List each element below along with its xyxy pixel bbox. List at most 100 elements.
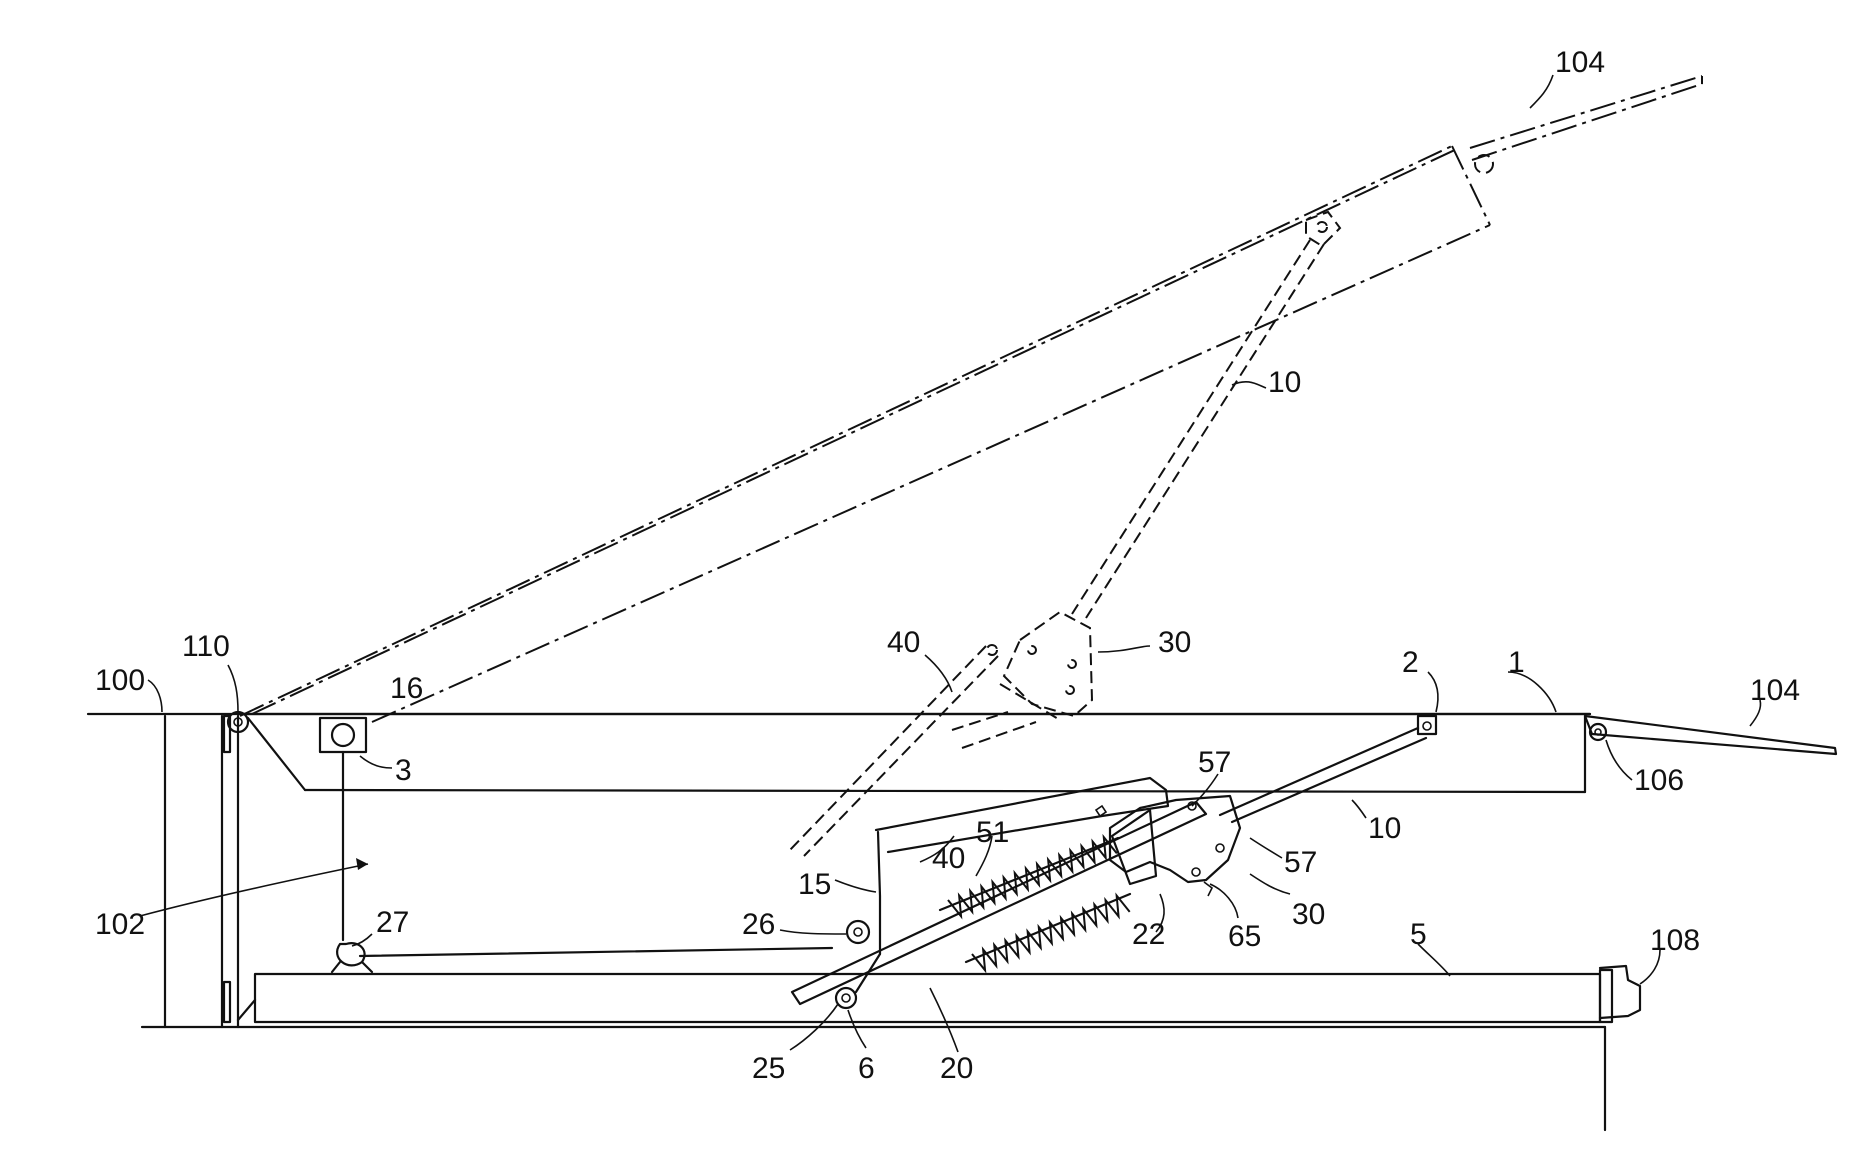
leader-26: [780, 930, 846, 934]
strut-10-a: [1220, 728, 1418, 815]
label-100: 100: [95, 664, 145, 697]
anchor-27-foot-b: [362, 962, 372, 972]
raised-arm-40-a: [790, 646, 986, 850]
lower-frame-5: [238, 966, 1640, 1022]
label-2: 2: [1402, 646, 1419, 679]
label-30-top: 30: [1158, 626, 1191, 659]
raised-deck-top: [240, 146, 1452, 716]
raised-carriage-30: [1004, 612, 1092, 716]
label-3: 3: [395, 754, 412, 787]
label-26: 26: [742, 908, 775, 941]
anchor-27-foot-a: [332, 962, 340, 972]
label-40-top: 40: [887, 626, 920, 659]
spring-51-lower: [966, 893, 1130, 972]
spring-51-upper: [940, 835, 1118, 919]
raised-deck-top-2: [252, 148, 1459, 714]
carriage-hole-65: [1192, 868, 1200, 876]
leader-2: [1428, 672, 1438, 712]
leader-100: [148, 680, 162, 712]
leader-10-top: [1232, 382, 1266, 388]
label-25: 25: [752, 1052, 785, 1085]
bracket-15: [878, 832, 880, 954]
carriage-stop: [1096, 806, 1106, 816]
leader-3: [360, 756, 392, 768]
anchor-27: [337, 943, 364, 965]
reference-labels: 104 10 40 30 110 100 16 3 2 1 104 106 57…: [95, 46, 1800, 1085]
raised-lip-top: [1470, 76, 1702, 148]
tie-rod: [360, 948, 832, 956]
label-57a: 57: [1198, 746, 1231, 779]
leader-102: [140, 864, 368, 916]
label-30-mid: 30: [1292, 898, 1325, 931]
bracket-2: [1418, 716, 1436, 734]
frame-beam: [255, 974, 1600, 1022]
label-106: 106: [1634, 764, 1684, 797]
deck-rear-bevel: [248, 718, 305, 790]
raised-strut-10-b: [1086, 244, 1324, 618]
lip-plate: [1585, 716, 1836, 754]
leader-30-top: [1098, 646, 1150, 652]
carriage-30: [1110, 796, 1240, 882]
deck-lowered: [238, 714, 1590, 792]
raised-spring-2: [962, 722, 1036, 748]
label-22: 22: [1132, 918, 1165, 951]
label-20: 20: [940, 1052, 973, 1085]
label-65: 65: [1228, 920, 1261, 953]
deck-raised-phantom: [240, 76, 1702, 856]
label-6: 6: [858, 1052, 875, 1085]
front-stop-plate: [1600, 970, 1612, 1022]
leader-57b: [1250, 838, 1282, 858]
pivot-26: [847, 921, 869, 943]
frame-rear-joint: [238, 1000, 255, 1020]
front-stop-108: [1600, 966, 1640, 1018]
raised-deck-front: [1452, 146, 1490, 225]
pivot-16-circle: [332, 724, 354, 746]
label-40-mid: 40: [932, 842, 965, 875]
label-16: 16: [390, 672, 423, 705]
leader-106: [1606, 740, 1632, 780]
leader-20: [930, 988, 958, 1052]
pivot-6: [836, 988, 856, 1008]
label-110: 110: [182, 630, 230, 663]
arrowhead-102: [356, 858, 368, 870]
raised-lip-bottom: [1472, 84, 1702, 160]
label-10-mid: 10: [1368, 812, 1401, 845]
label-51: 51: [976, 816, 1009, 849]
raised-strut-bracket: [1306, 212, 1340, 246]
raised-carriage-hole-3: [1066, 686, 1074, 694]
label-104-right: 104: [1750, 674, 1800, 707]
leader-15: [835, 880, 876, 892]
leader-104-top: [1530, 75, 1553, 108]
raised-strut-pin: [1317, 222, 1327, 232]
label-1: 1: [1508, 646, 1525, 679]
label-5: 5: [1410, 918, 1427, 951]
label-10-top: 10: [1268, 366, 1301, 399]
leader-110: [228, 665, 238, 712]
lowered-mechanism: [792, 728, 1426, 1008]
raised-deck-bottom: [372, 225, 1490, 722]
pit-outline: [88, 714, 1605, 1130]
pivot-6-pin: [842, 994, 850, 1002]
raised-carriage-hole-2: [1068, 660, 1076, 668]
label-15: 15: [798, 868, 831, 901]
label-57b: 57: [1284, 846, 1317, 879]
label-102: 102: [95, 908, 145, 941]
raised-strut-10-a: [1072, 240, 1310, 614]
strut-10-b: [1232, 738, 1426, 822]
deck-bottom-line: [305, 790, 1585, 792]
raised-arm-pivot: [987, 645, 997, 655]
bracket-2-pin: [1423, 722, 1431, 730]
leader-65: [1210, 884, 1238, 918]
leader-6: [848, 1010, 866, 1048]
arm-40: [876, 778, 1168, 852]
label-108: 108: [1650, 924, 1700, 957]
raised-carriage-hole-1: [1028, 646, 1036, 654]
rear-bracket-bottom: [224, 982, 230, 1022]
lip-lowered: [1585, 716, 1836, 754]
carriage-hole-57b: [1216, 844, 1224, 852]
leader-10-mid: [1352, 800, 1366, 818]
label-104-top: 104: [1555, 46, 1605, 79]
label-27: 27: [376, 906, 409, 939]
